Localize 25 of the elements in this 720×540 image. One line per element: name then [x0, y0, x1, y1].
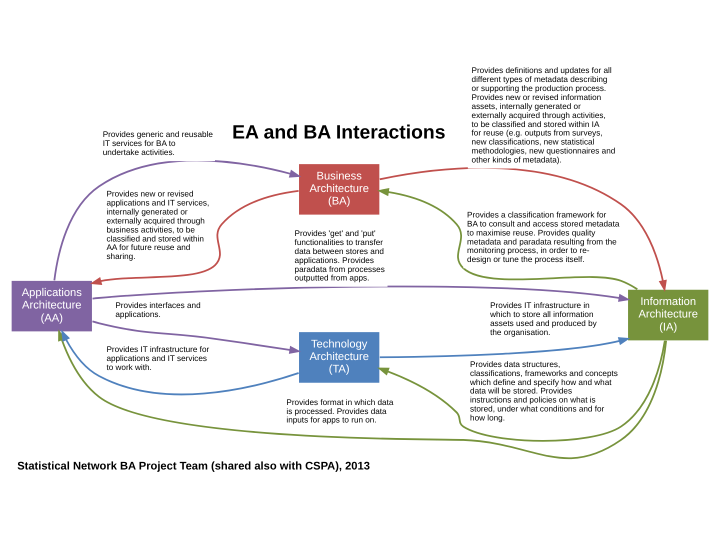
edge-label: Provides definitions and updates for all different types of metadata describing or supporting the production process. Provides new or revised information assets, internally generated or externally acquired through activities, to be classified and stored within IA for reuse (e.g. outputs from surveys, new classifications, new statistical methodologies, new questionnaires and other kinds of metadata).	[472, 66, 616, 164]
edge-label: Provides data structures, classifications, frameworks and concepts which define and specify how and what data will be stored. Provides instructions and policies on what is stored, under what conditions and for how long.	[470, 360, 618, 422]
caption: Statistical Network BA Project Team (shared also with CSPA), 2013	[17, 460, 370, 473]
arrow	[53, 160, 302, 280]
node-box: Technology Architecture (TA)	[298, 331, 380, 384]
edge-label: Provides 'get' and 'put' functionalities to transfer data between stores and applications. Provides paradata from processes outputted from apps.	[294, 229, 385, 283]
node-box: Applications Architecture (AA)	[10, 280, 93, 332]
arrow	[61, 330, 299, 396]
edge-label: Provides new or revised applications and IT services, internally generated or externally acquired through business activities, to be classified and stored within AA for future reuse and sharing.	[106, 190, 210, 262]
edge-label: Provides format in which data is processed. Provides data inputs for apps to run on.	[286, 398, 394, 425]
arrow	[377, 188, 638, 290]
node-box: Business Architecture (BA)	[298, 163, 380, 216]
arrow	[90, 190, 299, 285]
edge-label: Provides IT infrastructure in which to store all information assets used and produced by the organisation.	[490, 301, 597, 337]
edge-label: Provides IT infrastructure for applications and IT services to work with.	[106, 345, 210, 372]
arrow	[92, 320, 302, 354]
diagram-title: EA and BA Interactions	[232, 122, 446, 144]
arrow	[377, 340, 666, 442]
node-box: Information Architecture (IA)	[627, 289, 710, 342]
edge-label: Provides a classification framework for BA to consult and access stored metadata to maximise reuse. Provides quality metadata and paradata resulting from the monitoring process, in order to re-design or tune the process itself.	[467, 210, 620, 264]
arrow	[380, 167, 667, 292]
edge-label: Provides interfaces and applications.	[115, 301, 201, 320]
arrow	[92, 286, 630, 302]
arrow	[380, 337, 630, 358]
edge-label: Provides generic and reusable IT services for BA to undertake activities.	[102, 130, 213, 158]
